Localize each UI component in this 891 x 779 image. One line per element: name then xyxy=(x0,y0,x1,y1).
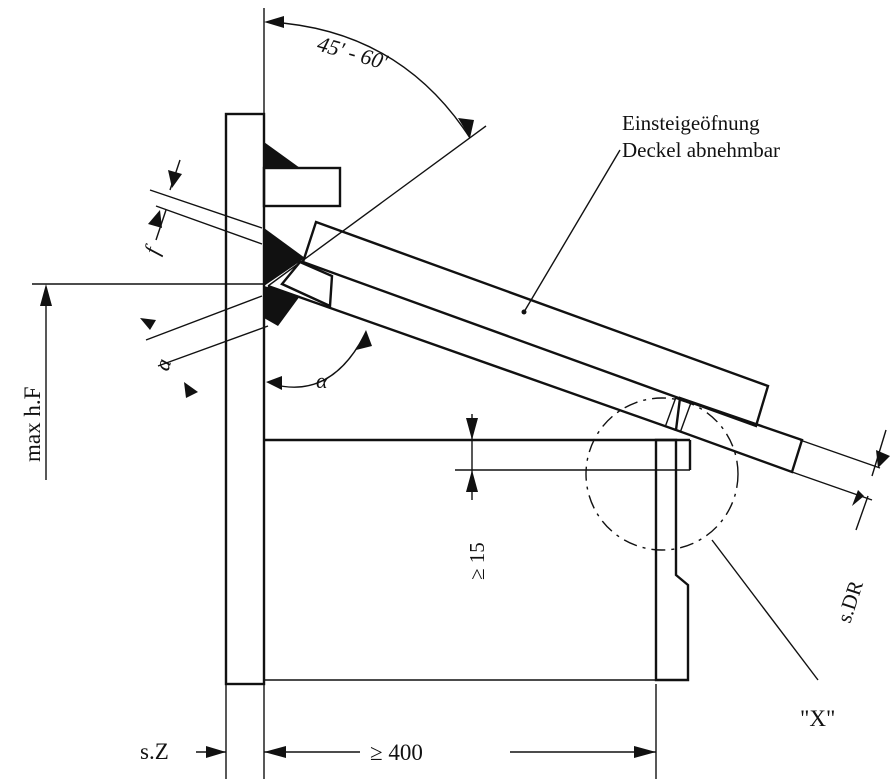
angle-alpha-label: α xyxy=(316,368,328,393)
dim-gap xyxy=(466,414,478,500)
tank-body xyxy=(264,438,692,682)
dim-max-height xyxy=(32,283,264,480)
detail-x-circle xyxy=(585,397,819,681)
angle-alpha-arc xyxy=(266,330,372,390)
width-min-label: ≥ 400 xyxy=(370,740,423,765)
top-bracket xyxy=(262,142,342,208)
dim-a-label: a xyxy=(149,355,176,373)
detail-x-label: "X" xyxy=(800,706,835,731)
cover-thickness-label: s.DR xyxy=(832,578,868,626)
dim-f xyxy=(148,159,263,245)
gap-min-label: ≥ 15 xyxy=(465,542,489,580)
opening-label-line1: Einsteigeöfnung xyxy=(622,111,760,135)
angle-range-label: 45' - 60' xyxy=(315,31,391,75)
angle-arc-top xyxy=(264,16,487,287)
wall-thickness-label: s.Z xyxy=(140,739,169,764)
tank-wall xyxy=(224,112,266,686)
reference-lines xyxy=(225,8,657,779)
weld-seams xyxy=(264,228,305,326)
dim-width xyxy=(264,746,656,758)
dim-a xyxy=(140,295,269,398)
dim-f-label: f xyxy=(139,241,166,257)
max-height-label: max h.F xyxy=(20,387,45,462)
opening-leader xyxy=(521,149,621,315)
dim-wall-thickness xyxy=(196,746,226,758)
dim-cover-thickness xyxy=(791,429,890,531)
opening-label-line2: Deckel abnehmbar xyxy=(622,138,780,162)
manhole-cover xyxy=(267,220,804,474)
